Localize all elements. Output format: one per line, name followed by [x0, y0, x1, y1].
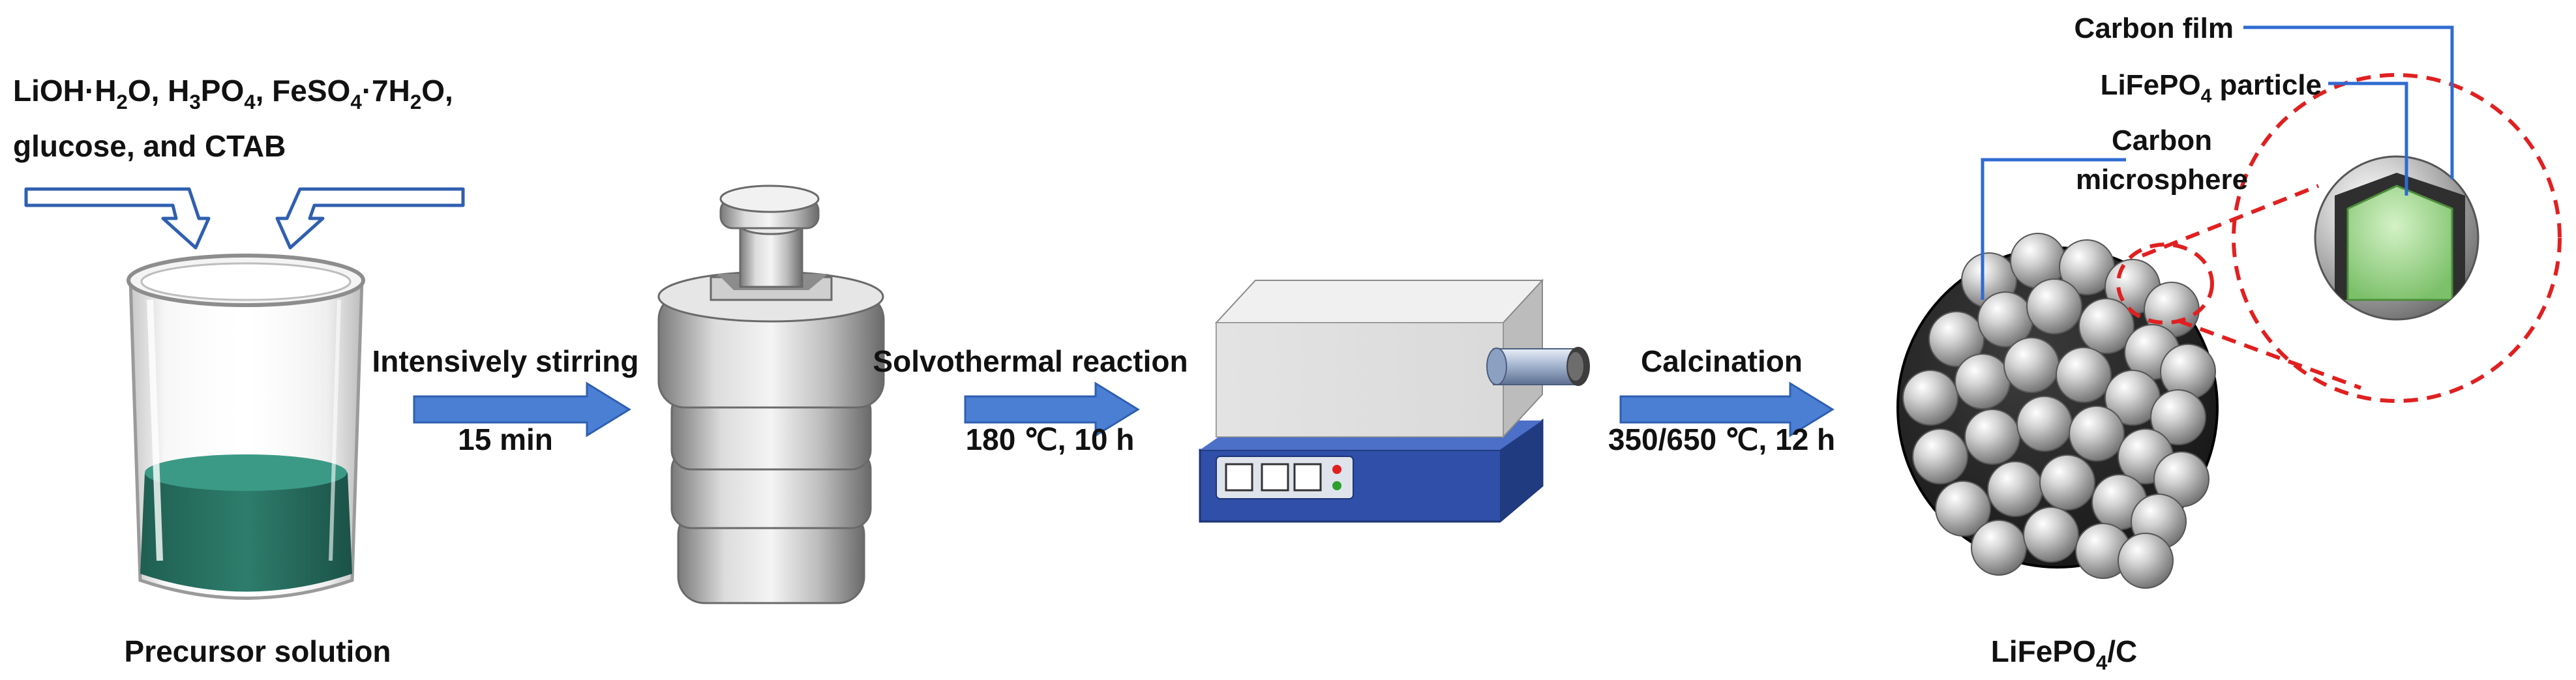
callout-carbon-film: Carbon film	[2074, 12, 2234, 44]
step1-label: Intensively stirring	[372, 344, 638, 378]
carbon-microsphere-icon	[1971, 520, 2027, 576]
carbon-microsphere-icon	[2056, 347, 2112, 403]
zoom-callout	[2116, 73, 2562, 403]
step3-arrow-icon	[1619, 381, 1835, 437]
reagent-line-2: glucose, and CTAB	[13, 129, 286, 163]
callout-carbon-microsphere-1: Carbon	[2112, 125, 2212, 156]
carbon-microsphere-icon	[2003, 337, 2059, 393]
carbon-microsphere-icon	[1964, 409, 2020, 465]
step2-label: Solvothermal reaction	[873, 344, 1188, 378]
step2-arrow-icon	[964, 381, 1140, 437]
carbon-microsphere-icon	[1987, 461, 2043, 517]
carbon-microsphere-icon	[2039, 454, 2095, 510]
step2-condition: 180 ℃, 10 h	[966, 422, 1135, 456]
beaker-icon	[127, 254, 365, 600]
beaker-label: Precursor solution	[125, 634, 391, 668]
carbon-composite-icon	[1896, 233, 2219, 589]
carbon-microsphere-icon	[1935, 480, 1991, 537]
carbon-microsphere-icon	[2160, 344, 2216, 400]
callout-carbon-microsphere-2: microsphere	[2076, 164, 2248, 196]
carbon-microsphere-icon	[1912, 428, 1968, 484]
carbon-microsphere-icon	[2016, 396, 2073, 452]
carbon-microsphere-icon	[2118, 533, 2174, 589]
feed-arrow-right	[275, 187, 465, 250]
carbon-microsphere-icon	[2069, 406, 2125, 462]
carbon-microsphere-icon	[1902, 370, 1958, 426]
callout-lifepo4-particle: LiFePO4 particle	[2101, 69, 2322, 107]
tube-furnace-icon	[1199, 278, 1590, 523]
carbon-microsphere-icon	[2023, 507, 2079, 563]
step3-label: Calcination	[1641, 344, 1803, 378]
step1-condition: 15 min	[458, 422, 553, 456]
carbon-microsphere-icon	[1928, 311, 1984, 367]
carbon-microsphere-icon	[2150, 389, 2206, 445]
carbon-microsphere-icon	[1954, 353, 2011, 409]
carbon-microsphere-icon	[2078, 298, 2134, 354]
step3-condition: 350/650 ℃, 12 h	[1608, 422, 1835, 456]
particle-cutaway-icon	[2314, 155, 2479, 321]
step1-arrow-icon	[413, 381, 631, 437]
carbon-microsphere-icon	[2026, 278, 2082, 334]
product-label: LiFePO4/C	[1991, 634, 2137, 674]
feed-arrow-left	[24, 187, 211, 250]
reagent-line-1: LiOH·H2O, H3PO4, FeSO4·7H2O,	[13, 74, 453, 113]
callout-leaders	[1981, 25, 2454, 300]
autoclave-icon	[657, 185, 885, 604]
